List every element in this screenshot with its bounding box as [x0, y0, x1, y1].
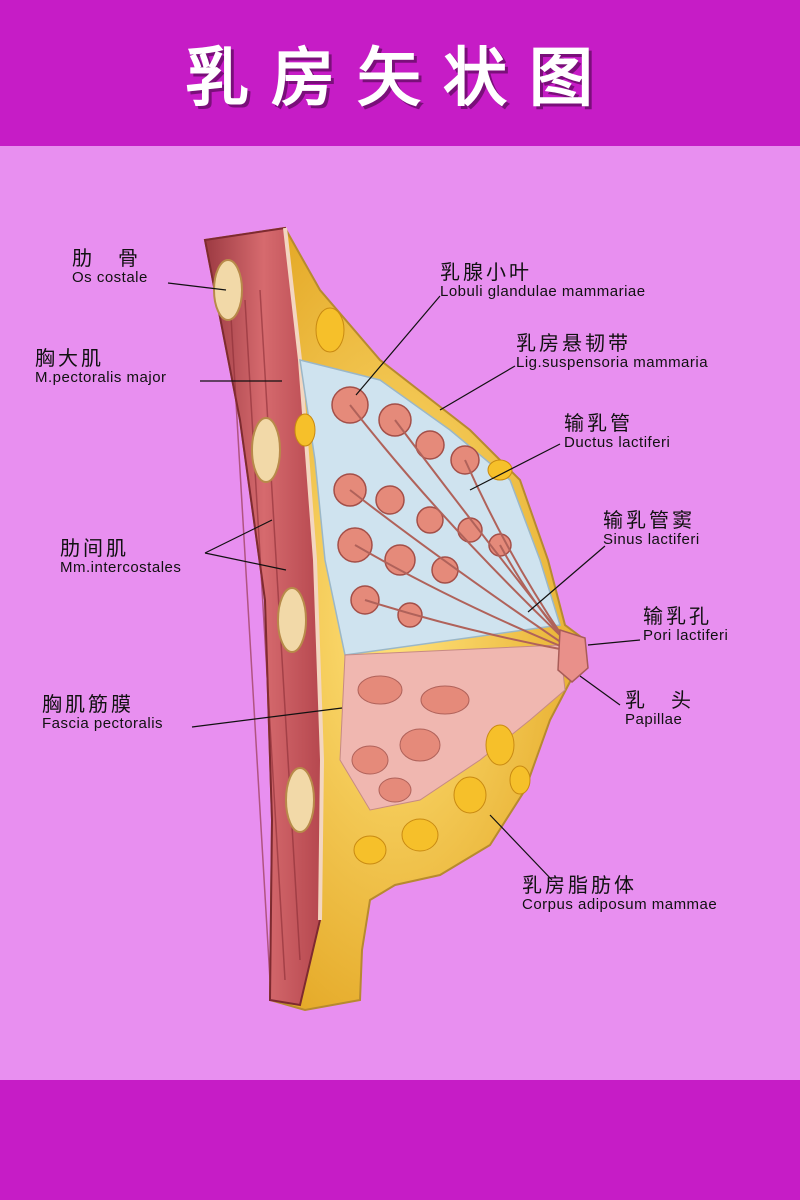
- label-ductus-zh: 输乳管: [564, 411, 633, 435]
- ribs: [213, 259, 315, 833]
- label-rib-en: Os costale: [72, 269, 148, 286]
- lobules: [331, 386, 512, 628]
- label-papillae-en: Papillae: [625, 711, 683, 728]
- title-banner: 乳房矢状图: [0, 0, 800, 146]
- leader-lobuli: [355, 295, 441, 396]
- label-ligament-en: Lig.suspensoria mammaria: [516, 354, 709, 371]
- label-papillae: 乳 头 Papillae: [625, 690, 694, 727]
- label-rib: 肋 骨 Os costale: [72, 248, 148, 285]
- lobule: [384, 544, 416, 576]
- footer-banner: [0, 1080, 800, 1200]
- label-pectoralis-major: 胸大肌 M.pectoralis major: [35, 348, 167, 385]
- label-ligament: 乳房悬韧带 Lig.suspensoria mammaria: [516, 333, 708, 370]
- label-lobuli: 乳腺小叶 Lobuli glandulae mammariae: [440, 262, 646, 299]
- label-pori-en: Pori lactiferi: [643, 627, 729, 644]
- rib-1: [213, 259, 243, 321]
- label-intercostales-en: Mm.intercostales: [60, 559, 182, 576]
- leader-rib: [167, 282, 227, 291]
- leader-ductus: [469, 443, 561, 491]
- leader-lines: [167, 282, 641, 881]
- label-ductus: 输乳管 Ductus lactiferi: [564, 413, 670, 450]
- label-pectoralis-major-en: M.pectoralis major: [35, 369, 167, 386]
- nipple: [557, 628, 589, 683]
- label-fascia-zh: 胸肌筋膜: [42, 692, 134, 716]
- label-fascia: 胸肌筋膜 Fascia pectoralis: [42, 694, 163, 731]
- label-pori: 输乳孔 Pori lactiferi: [643, 606, 728, 643]
- label-sinus-en: Sinus lactiferi: [603, 531, 700, 548]
- leader-intercostal-b: [204, 552, 287, 571]
- lobule: [375, 485, 405, 515]
- label-intercostales-zh: 肋间肌: [60, 536, 129, 560]
- label-sinus: 输乳管窦 Sinus lactiferi: [603, 510, 700, 547]
- label-sinus-zh: 输乳管窦: [603, 508, 695, 532]
- lobule: [415, 430, 445, 460]
- lobule: [416, 506, 444, 534]
- leader-adiposum: [489, 814, 553, 881]
- label-intercostales: 肋间肌 Mm.intercostales: [60, 538, 181, 575]
- page-title: 乳房矢状图: [185, 42, 615, 116]
- rib-2: [251, 417, 281, 483]
- label-adiposum: 乳房脂肪体 Corpus adiposum mammae: [522, 875, 717, 912]
- label-fascia-en: Fascia pectoralis: [42, 715, 164, 732]
- leader-fascia: [191, 707, 343, 728]
- label-papillae-zh: 乳 头: [625, 688, 694, 712]
- label-ligament-zh: 乳房悬韧带: [516, 331, 631, 355]
- label-adiposum-zh: 乳房脂肪体: [522, 873, 637, 897]
- label-pori-zh: 输乳孔: [643, 604, 712, 628]
- label-pectoralis-major-zh: 胸大肌: [35, 346, 104, 370]
- fat-lobules: [294, 307, 531, 865]
- leader-pori: [587, 639, 641, 646]
- label-ductus-en: Ductus lactiferi: [564, 434, 671, 451]
- label-lobuli-en: Lobuli glandulae mammariae: [440, 283, 646, 300]
- label-lobuli-zh: 乳腺小叶: [440, 260, 532, 284]
- fascia-line: [283, 227, 325, 921]
- ductus-lactiferi: [349, 404, 566, 651]
- lobule: [397, 602, 423, 628]
- leader-intercostal-a: [204, 519, 273, 554]
- label-rib-zh: 肋 骨: [72, 246, 141, 270]
- rib-3: [277, 587, 307, 653]
- leader-papillae: [579, 675, 621, 706]
- leader-ligament: [439, 365, 516, 411]
- rib-4: [285, 767, 315, 833]
- lower-lobules: [351, 675, 470, 803]
- leader-sinus: [527, 545, 606, 613]
- label-adiposum-en: Corpus adiposum mammae: [522, 896, 718, 913]
